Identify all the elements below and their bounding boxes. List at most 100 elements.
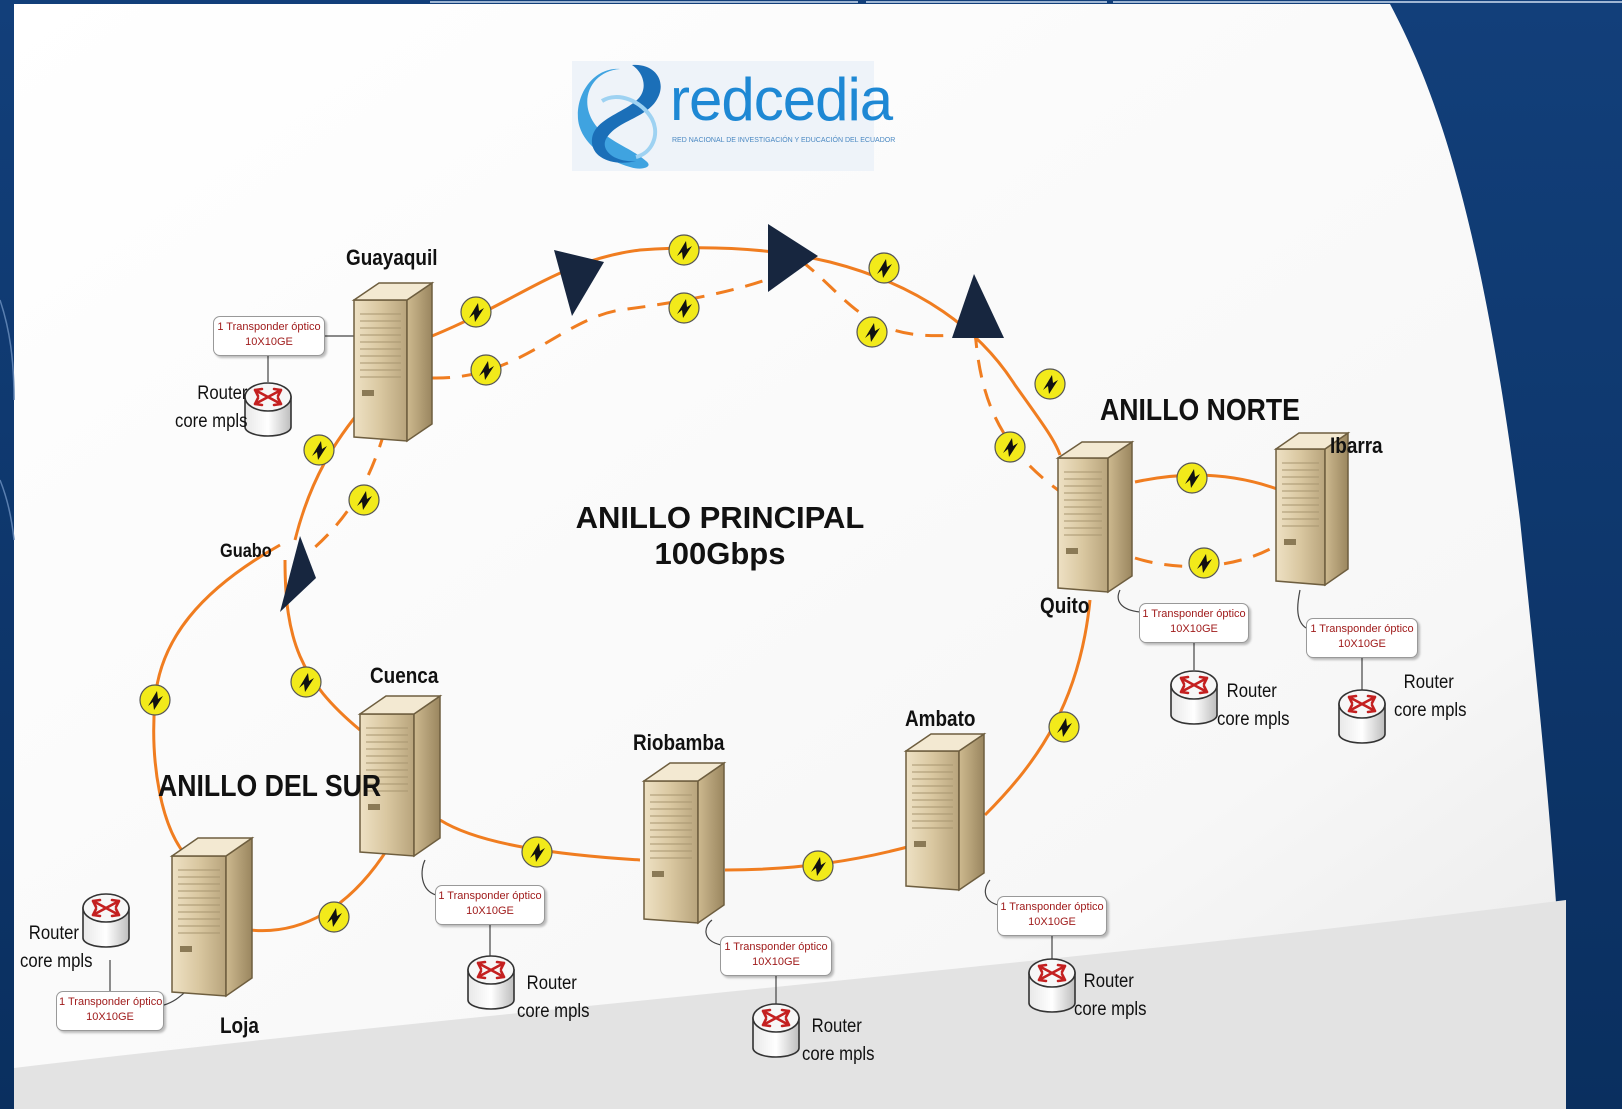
amplifier-icon bbox=[1176, 462, 1208, 494]
amplifier-icon bbox=[303, 434, 335, 466]
transponder-line2: 10X10GE bbox=[752, 956, 800, 968]
transponder-line2: 10X10GE bbox=[1170, 623, 1218, 635]
amplifier-icon bbox=[856, 316, 888, 348]
transponder-box-guayaquil: 1 Transponder óptico 10X10GE bbox=[213, 316, 325, 356]
router-line2: core mpls bbox=[1074, 999, 1147, 1020]
amplifier-icon bbox=[460, 296, 492, 328]
redcedia-logo-mark bbox=[577, 64, 661, 169]
transponder-line2: 10X10GE bbox=[86, 1011, 134, 1023]
router-label-quito: Router core mpls bbox=[1217, 678, 1289, 734]
amplifier-icon bbox=[802, 850, 834, 882]
transponder-line2: 10X10GE bbox=[245, 336, 293, 348]
router-line2: core mpls bbox=[517, 1001, 590, 1022]
router-icon-ambato bbox=[1028, 958, 1076, 1013]
amplifier-icon bbox=[139, 684, 171, 716]
transponder-line1: 1 Transponder óptico bbox=[59, 996, 163, 1008]
router-label-loja: Router core mpls bbox=[20, 920, 92, 976]
amplifier-icon bbox=[470, 354, 502, 386]
ring-label-north: ANILLO NORTE bbox=[1100, 392, 1300, 427]
amplifier-icon bbox=[994, 431, 1026, 463]
amplifier-icon bbox=[348, 484, 380, 516]
line-riobamba-transponder bbox=[705, 919, 777, 1005]
router-line1: Router bbox=[1403, 672, 1454, 693]
router-line1: Router bbox=[1226, 681, 1277, 702]
amplifier-icon bbox=[290, 666, 322, 698]
redcedia-logo-tagline: RED NACIONAL DE INVESTIGACIÓN Y EDUCACIÓ… bbox=[672, 137, 896, 144]
link-guabo-cuenca bbox=[283, 559, 361, 732]
server-ibarra bbox=[1273, 431, 1351, 587]
link-ambato-quito bbox=[983, 599, 1092, 817]
redcedia-logo: redcedia RED NACIONAL DE INVESTIGACIÓN Y… bbox=[572, 61, 895, 171]
amplifier-icon bbox=[668, 234, 700, 266]
main-ring-title: ANILLO PRINCIPAL 100Gbps bbox=[560, 500, 880, 572]
router-line1: Router bbox=[811, 1016, 862, 1037]
ring-label-south: ANILLO DEL SUR bbox=[158, 768, 382, 803]
city-label-loja: Loja bbox=[220, 1013, 259, 1038]
transponder-line1: 1 Transponder óptico bbox=[438, 890, 542, 902]
router-icon-guayaquil bbox=[244, 382, 292, 437]
transponder-line1: 1 Transponder óptico bbox=[724, 941, 828, 953]
city-label-cuenca: Cuenca bbox=[370, 663, 439, 688]
router-line2: core mpls bbox=[20, 951, 93, 972]
transponder-line1: 1 Transponder óptico bbox=[1000, 901, 1104, 913]
router-line1: Router bbox=[197, 383, 248, 404]
city-label-ibarra: Ibarra bbox=[1330, 433, 1383, 458]
server-riobamba bbox=[641, 761, 727, 925]
router-line2: core mpls bbox=[175, 411, 248, 432]
router-line1: Router bbox=[1083, 971, 1134, 992]
router-line2: core mpls bbox=[802, 1044, 875, 1065]
redcedia-logo-text: redcedia bbox=[670, 66, 893, 133]
router-line1: Router bbox=[28, 923, 79, 944]
link-quito-ibarra bbox=[1134, 473, 1286, 494]
link-guayaquil-main bbox=[431, 246, 1062, 456]
line-cuenca-transponder bbox=[421, 859, 491, 960]
line-quito-transponder bbox=[1117, 589, 1195, 670]
router-icon-cuenca bbox=[467, 955, 515, 1010]
router-label-ibarra: Router core mpls bbox=[1394, 669, 1466, 725]
transponder-line2: 10X10GE bbox=[466, 905, 514, 917]
transponder-line1: 1 Transponder óptico bbox=[1310, 623, 1414, 635]
triangle-marker-1 bbox=[554, 250, 604, 316]
line-ambato-transponder bbox=[984, 879, 1053, 960]
transponder-box-riobamba: 1 Transponder óptico 10X10GE bbox=[720, 936, 832, 976]
router-icon-quito bbox=[1170, 670, 1218, 725]
router-icon-loja bbox=[82, 893, 130, 948]
link-guabo-south bbox=[152, 543, 281, 862]
amplifier-icon bbox=[1188, 547, 1220, 579]
triangle-marker-guabo bbox=[280, 536, 316, 612]
router-line2: core mpls bbox=[1217, 709, 1290, 730]
router-label-guayaquil: Router core mpls bbox=[175, 380, 247, 436]
line-guayaquil-transponder bbox=[267, 335, 358, 382]
city-label-guabo: Guabo bbox=[220, 541, 272, 562]
amplifier-icon bbox=[318, 901, 350, 933]
amplifier-icon bbox=[521, 836, 553, 868]
link-dashed-right-down bbox=[973, 329, 1066, 497]
router-icon-riobamba bbox=[752, 1003, 800, 1058]
router-line2: core mpls bbox=[1394, 700, 1467, 721]
server-loja bbox=[169, 836, 255, 998]
transponder-line1: 1 Transponder óptico bbox=[217, 321, 321, 333]
transponder-box-loja: 1 Transponder óptico 10X10GE bbox=[56, 991, 164, 1031]
server-guayaquil bbox=[351, 281, 435, 443]
router-line1: Router bbox=[526, 973, 577, 994]
city-label-riobamba: Riobamba bbox=[633, 730, 725, 755]
transponder-line2: 10X10GE bbox=[1338, 638, 1386, 650]
amplifier-icon bbox=[1048, 711, 1080, 743]
city-label-ambato: Ambato bbox=[905, 706, 976, 731]
server-ambato bbox=[903, 732, 987, 892]
transponder-line1: 1 Transponder óptico bbox=[1142, 608, 1246, 620]
router-label-cuenca: Router core mpls bbox=[517, 970, 589, 1026]
router-icon-ibarra bbox=[1338, 689, 1386, 744]
main-ring-capacity: 100Gbps bbox=[654, 536, 786, 571]
city-label-guayaquil: Guayaquil bbox=[346, 245, 438, 270]
server-cuenca bbox=[357, 694, 443, 858]
amplifier-icon bbox=[868, 252, 900, 284]
router-label-riobamba: Router core mpls bbox=[802, 1013, 874, 1069]
amplifier-icon bbox=[668, 292, 700, 324]
main-ring-name: ANILLO PRINCIPAL bbox=[575, 500, 865, 535]
triangle-marker-2 bbox=[768, 224, 818, 292]
amplifier-icon bbox=[1034, 368, 1066, 400]
